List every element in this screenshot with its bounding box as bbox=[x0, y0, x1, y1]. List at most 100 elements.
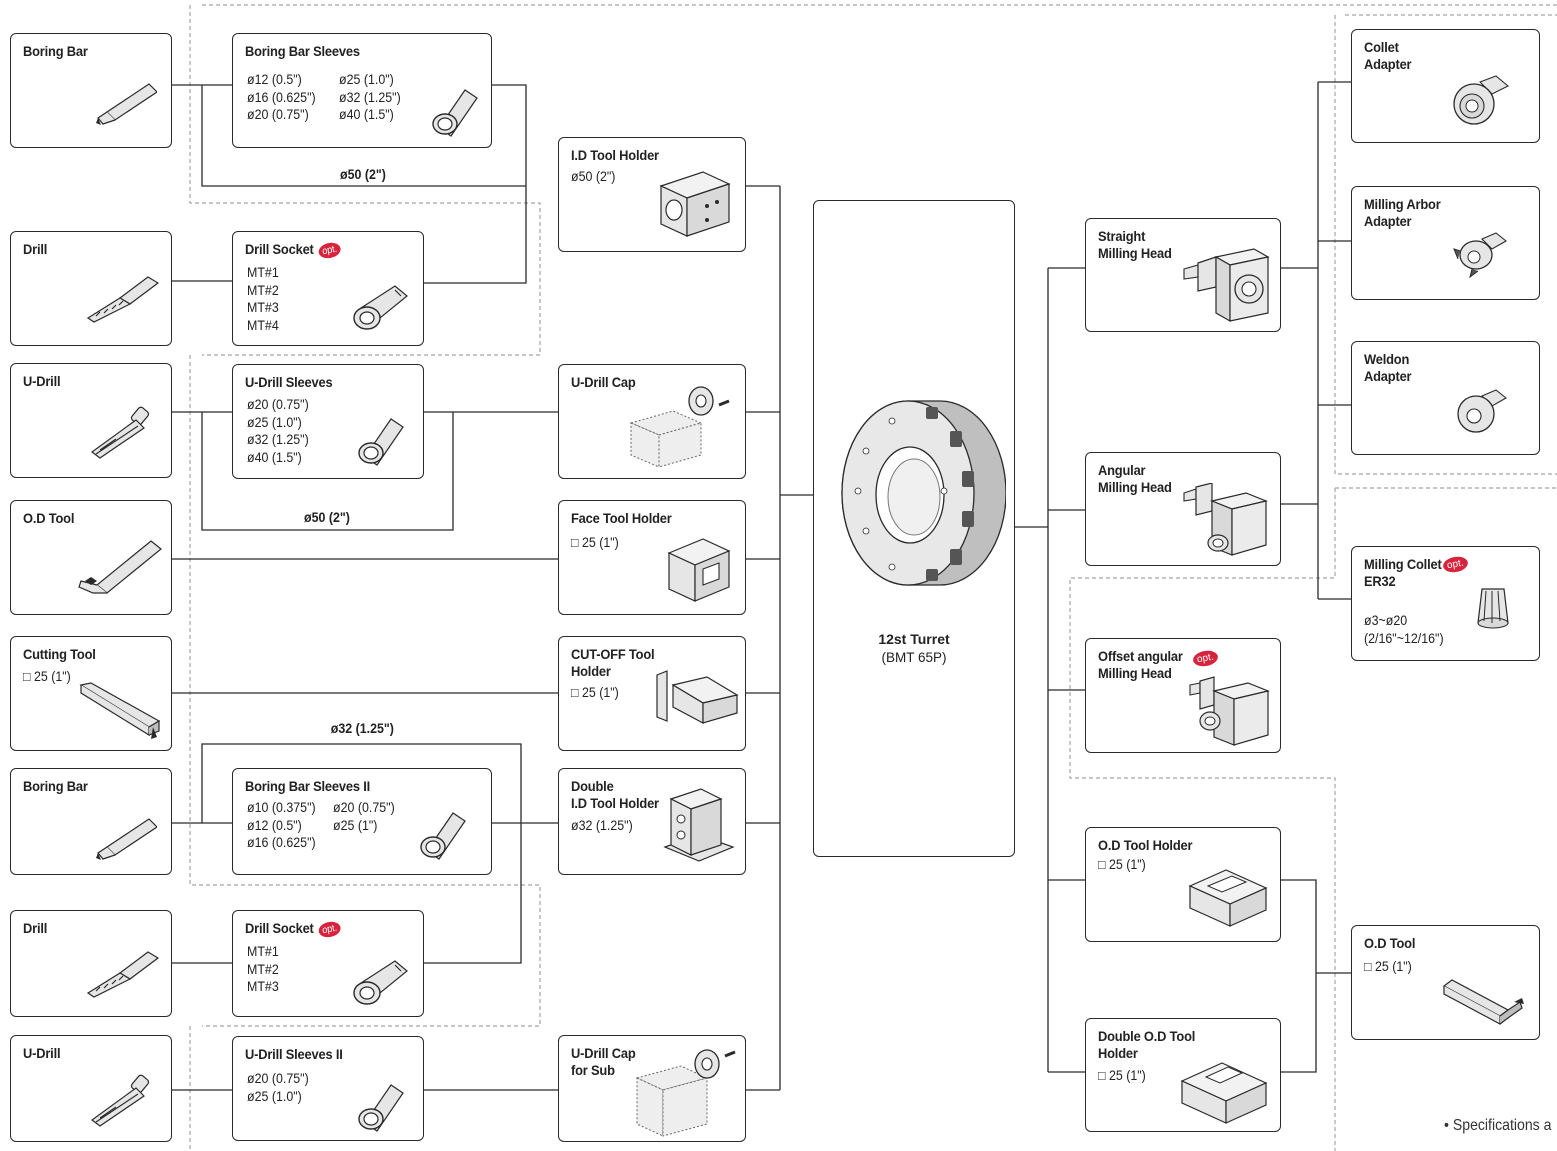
box-boring-bar-1[interactable]: Boring Bar bbox=[10, 33, 172, 148]
offset-angular-head-icon bbox=[1189, 676, 1270, 746]
box-spec-right: ø20 (0.75") ø25 (1") bbox=[333, 800, 395, 833]
box-spec: MT#1 MT#2 MT#3 MT#4 bbox=[247, 265, 279, 333]
box-u-drill-1[interactable]: U-Drill bbox=[10, 363, 172, 478]
box-spec-left: ø10 (0.375") ø12 (0.5") ø16 (0.625") bbox=[247, 800, 316, 850]
box-u-drill-cap-sub[interactable]: U-Drill Cap for Sub bbox=[558, 1035, 746, 1142]
opt-badge: opt. bbox=[317, 240, 342, 260]
box-spec-right: ø25 (1.0") ø32 (1.25") ø40 (1.5") bbox=[339, 72, 401, 122]
box-title: U-Drill Sleeves bbox=[245, 374, 333, 390]
box-u-drill-sleeves-2[interactable]: U-Drill Sleeves II ø20 (0.75") ø25 (1.0"… bbox=[232, 1036, 424, 1141]
bypass-label-32: ø32 (1.25") bbox=[330, 721, 394, 736]
sleeve-icon bbox=[358, 1084, 404, 1132]
title-text: Drill Socket bbox=[245, 241, 314, 257]
box-spec: □ 25 (1") bbox=[1098, 857, 1146, 872]
box-title: Face Tool Holder bbox=[571, 510, 672, 526]
box-title: Cutting Tool bbox=[23, 646, 96, 662]
od-tool-icon bbox=[78, 540, 162, 594]
double-od-holder-icon bbox=[1180, 1062, 1268, 1124]
box-title: Boring Bar Sleeves II bbox=[245, 778, 370, 794]
sleeve-icon bbox=[432, 89, 478, 137]
box-cutoff-tool-holder[interactable]: CUT-OFF Tool Holder □ 25 (1") bbox=[558, 636, 746, 751]
box-id-tool-holder[interactable]: I.D Tool Holder ø50 (2") bbox=[558, 137, 746, 252]
face-holder-icon bbox=[667, 538, 731, 602]
box-title: O.D Tool bbox=[1364, 935, 1416, 951]
box-drill-1[interactable]: Drill bbox=[10, 231, 172, 346]
box-boring-bar-sleeves[interactable]: Boring Bar Sleeves ø12 (0.5") ø16 (0.625… bbox=[232, 33, 492, 148]
box-title: U-Drill Cap bbox=[571, 374, 636, 390]
box-spec: ø3~ø20 (2/16"~12/16") bbox=[1364, 613, 1444, 646]
box-double-id-tool-holder[interactable]: Double I.D Tool Holder ø32 (1.25") bbox=[558, 768, 746, 875]
box-collet-adapter[interactable]: Collet Adapter bbox=[1351, 29, 1540, 143]
box-title: Weldon Adapter bbox=[1364, 351, 1412, 384]
box-title: U-Drill bbox=[23, 373, 61, 389]
box-title: Milling Arbor Adapter bbox=[1364, 196, 1441, 229]
box-title: Collet Adapter bbox=[1364, 39, 1412, 72]
box-u-drill-2[interactable]: U-Drill bbox=[10, 1035, 172, 1142]
box-title: I.D Tool Holder bbox=[571, 147, 659, 163]
box-spec: □ 25 (1") bbox=[571, 685, 619, 700]
box-spec: □ 25 (1") bbox=[571, 535, 619, 550]
box-spec: ø50 (2") bbox=[571, 169, 616, 184]
boring-bar-icon bbox=[96, 83, 157, 125]
u-drill-cap-icon bbox=[629, 386, 730, 468]
u-drill-icon bbox=[90, 406, 150, 459]
box-milling-collet[interactable]: Milling Collet ER32 opt. ø3~ø20 (2/16"~1… bbox=[1351, 546, 1540, 661]
opt-badge: opt. bbox=[1191, 648, 1219, 669]
opt-badge: opt. bbox=[317, 919, 342, 939]
od-tool-icon bbox=[1442, 979, 1524, 1026]
box-title: Boring Bar bbox=[23, 778, 88, 794]
box-spec: ø20 (0.75") ø25 (1.0") ø32 (1.25") ø40 (… bbox=[247, 397, 309, 465]
id-holder-icon bbox=[659, 171, 731, 237]
box-angular-milling-head[interactable]: Angular Milling Head bbox=[1085, 452, 1281, 566]
drill-icon bbox=[86, 276, 160, 323]
box-boring-bar-sleeves-2[interactable]: Boring Bar Sleeves II ø10 (0.375") ø12 (… bbox=[232, 768, 492, 875]
box-title: Boring Bar Sleeves bbox=[245, 43, 360, 59]
box-weldon-adapter[interactable]: Weldon Adapter bbox=[1351, 341, 1540, 455]
box-milling-arbor-adapter[interactable]: Milling Arbor Adapter bbox=[1351, 186, 1540, 300]
double-id-holder-icon bbox=[663, 788, 735, 862]
u-drill-cap-sub-icon bbox=[635, 1049, 736, 1137]
milling-arbor-icon bbox=[1453, 232, 1507, 279]
box-od-tool-right[interactable]: O.D Tool □ 25 (1") bbox=[1351, 925, 1540, 1040]
cutoff-holder-icon bbox=[656, 670, 739, 724]
box-face-tool-holder[interactable]: Face Tool Holder □ 25 (1") bbox=[558, 500, 746, 615]
weldon-adapter-icon bbox=[1457, 389, 1507, 433]
bypass-label-50-udrill: ø50 (2") bbox=[303, 510, 350, 525]
box-spec: MT#1 MT#2 MT#3 bbox=[247, 944, 279, 994]
turret-icon bbox=[841, 400, 1006, 586]
box-title: Angular Milling Head bbox=[1098, 462, 1172, 495]
opt-badge: opt. bbox=[1441, 554, 1469, 575]
turret-title: 12st Turret bbox=[878, 631, 950, 647]
box-od-tool-holder[interactable]: O.D Tool Holder □ 25 (1") bbox=[1085, 827, 1281, 942]
group-outlines bbox=[189, 4, 1557, 1151]
boring-bar-icon bbox=[96, 818, 157, 860]
box-od-tool-1[interactable]: O.D Tool bbox=[10, 500, 172, 615]
box-spec: ø32 (1.25") bbox=[571, 818, 633, 833]
box-spec: □ 25 (1") bbox=[1364, 959, 1412, 974]
box-straight-milling-head[interactable]: Straight Milling Head bbox=[1085, 218, 1281, 332]
title-text: Drill Socket bbox=[245, 920, 314, 936]
box-turret[interactable]: 12st Turret (BMT 65P) bbox=[813, 200, 1015, 857]
box-cutting-tool[interactable]: Cutting Tool □ 25 (1") bbox=[10, 636, 172, 751]
collet-adapter-icon bbox=[1453, 75, 1509, 125]
box-spec: ø20 (0.75") ø25 (1.0") bbox=[247, 1071, 309, 1104]
turret-spec: (BMT 65P) bbox=[881, 650, 947, 665]
box-u-drill-cap[interactable]: U-Drill Cap bbox=[558, 364, 746, 479]
box-drill-2[interactable]: Drill bbox=[10, 910, 172, 1017]
box-title: U-Drill Sleeves II bbox=[245, 1046, 343, 1062]
sleeve-icon bbox=[420, 812, 466, 860]
box-double-od-tool-holder[interactable]: Double O.D Tool Holder □ 25 (1") bbox=[1085, 1018, 1281, 1132]
od-holder-icon bbox=[1188, 869, 1268, 927]
box-boring-bar-2[interactable]: Boring Bar bbox=[10, 768, 172, 875]
box-u-drill-sleeves[interactable]: U-Drill Sleeves ø20 (0.75") ø25 (1.0") ø… bbox=[232, 364, 424, 479]
box-title: O.D Tool Holder bbox=[1098, 837, 1193, 853]
box-title: Boring Bar bbox=[23, 43, 88, 59]
collet-icon bbox=[1477, 588, 1509, 629]
box-spec-left: ø12 (0.5") ø16 (0.625") ø20 (0.75") bbox=[247, 72, 316, 122]
box-offset-angular-milling-head[interactable]: Offset angular Milling Head opt. bbox=[1085, 638, 1281, 753]
